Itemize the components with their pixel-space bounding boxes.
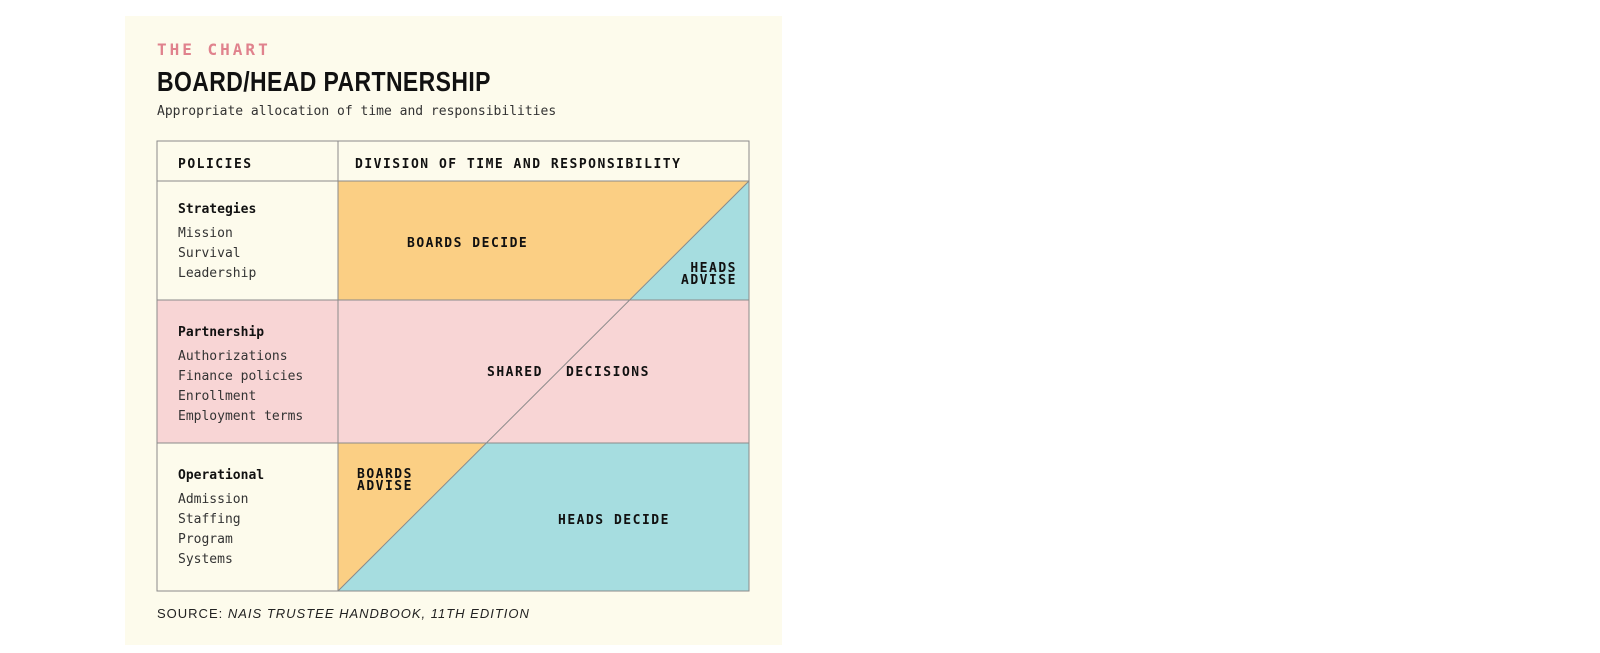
- source-note: SOURCE: NAIS TRUSTEE HANDBOOK, 11TH EDIT…: [157, 606, 530, 621]
- division-diagonal: [337, 180, 750, 592]
- policy-cell-partnership: [157, 300, 338, 443]
- column-header-policies: POLICIES: [178, 157, 253, 172]
- row-item: Staffing: [178, 512, 241, 527]
- partnership-diagram: POLICIES DIVISION OF TIME AND RESPONSIBI…: [156, 140, 750, 592]
- row-heading-strategies: Strategies: [178, 202, 256, 217]
- row-heading-partnership: Partnership: [178, 325, 264, 340]
- row-item: Admission: [178, 492, 248, 507]
- chart-title: BOARD/HEAD PARTNERSHIP: [157, 66, 491, 97]
- eyebrow-label: THE CHART: [157, 40, 271, 59]
- table-border: [156, 140, 750, 592]
- row-item: Mission: [178, 226, 233, 241]
- label-heads-advise-line1: HEADS: [690, 261, 737, 276]
- source-label: SOURCE:: [157, 606, 224, 621]
- label-boards-advise-line2: ADVISE: [357, 479, 413, 494]
- row-heading-operational: Operational: [178, 468, 264, 483]
- row-item: Survival: [178, 246, 241, 261]
- region-shared-decisions: [338, 300, 749, 443]
- row-item: Finance policies: [178, 369, 303, 384]
- label-heads-advise-line2: ADVISE: [681, 273, 737, 288]
- chart-card: THE CHART BOARD/HEAD PARTNERSHIP Appropr…: [125, 16, 782, 645]
- row-item: Program: [178, 532, 233, 547]
- label-boards-decide: BOARDS DECIDE: [407, 236, 528, 251]
- policy-cell-strategies: [157, 181, 338, 300]
- row-item: Systems: [178, 552, 233, 567]
- row-item: Leadership: [178, 266, 256, 281]
- row-item: Authorizations: [178, 349, 288, 364]
- column-header-division: DIVISION OF TIME AND RESPONSIBILITY: [355, 157, 681, 172]
- policy-cell-operational: [157, 443, 338, 591]
- label-shared: SHARED: [487, 365, 543, 380]
- source-title: NAIS TRUSTEE HANDBOOK, 11TH EDITION: [227, 606, 530, 621]
- label-decisions: DECISIONS: [566, 365, 650, 380]
- row-item: Employment terms: [178, 409, 303, 424]
- label-heads-decide: HEADS DECIDE: [558, 513, 670, 528]
- chart-subtitle: Appropriate allocation of time and respo…: [157, 104, 557, 119]
- label-boards-advise-line1: BOARDS: [357, 467, 413, 482]
- row-item: Enrollment: [178, 389, 256, 404]
